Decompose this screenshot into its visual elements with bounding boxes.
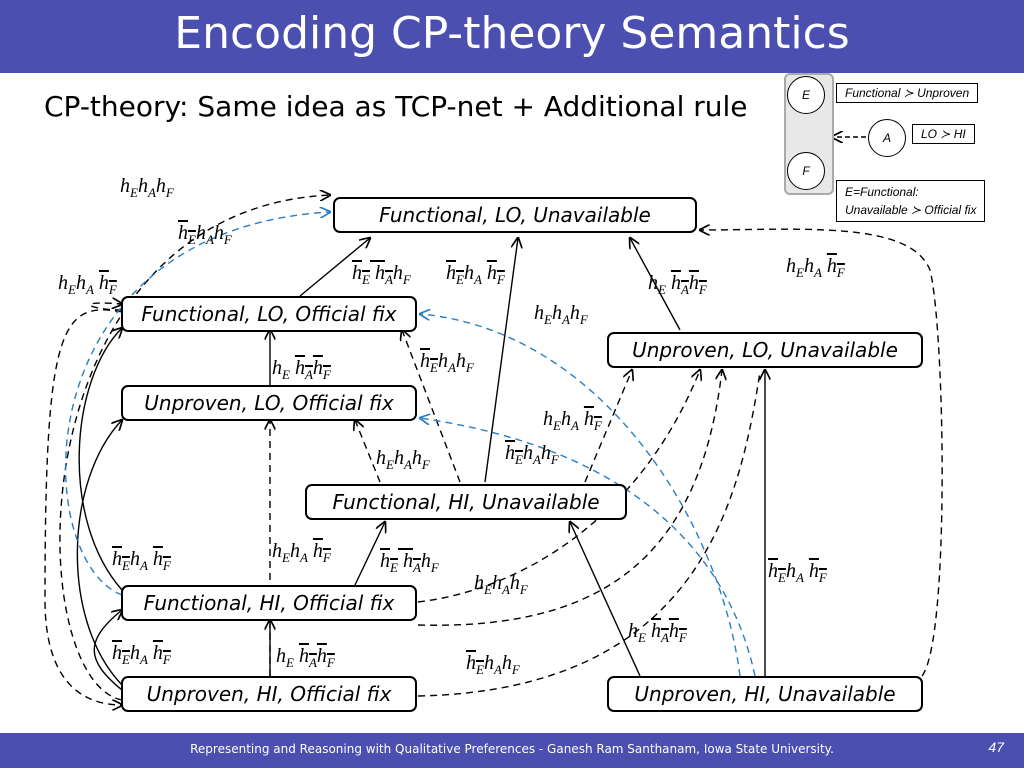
footer-bar: Representing and Reasoning with Qualitat… <box>0 733 1024 768</box>
node-unproven-lo-official-fix: Unproven, LO, Official fix <box>121 385 417 421</box>
edge-label: hE hAhF <box>628 620 687 645</box>
edge-label: hEhAhF <box>120 175 174 200</box>
edge <box>700 229 943 677</box>
node-functional-hi-unavailable: Functional, HI, Unavailable <box>305 484 627 520</box>
edge-label: hEhAhF <box>534 302 588 327</box>
legend-cond-line1: E=Functional: <box>845 185 919 199</box>
edge <box>584 370 632 483</box>
edge-label: hE hAhF <box>380 550 439 575</box>
slide-subtitle: CP-theory: Same idea as TCP-net + Additi… <box>44 90 748 123</box>
legend-pref-e: Functional ≻ Unproven <box>836 83 979 103</box>
edge-label: hE hAhF <box>352 262 411 287</box>
edge <box>484 238 518 483</box>
edge <box>59 195 330 701</box>
edge <box>630 238 681 331</box>
title-bar: Encoding CP-theory Semantics <box>0 0 1024 73</box>
edge-label: hEhA hF <box>112 548 171 573</box>
legend-pref-a: LO ≻ HI <box>912 124 975 144</box>
edge-label: hEhAhF <box>376 447 430 472</box>
node-unproven-lo-unavailable: Unproven, LO, Unavailable <box>607 332 923 368</box>
edge-label: hEhAhF <box>420 350 474 375</box>
footer-text: Representing and Reasoning with Qualitat… <box>190 742 834 756</box>
edge-blue <box>420 418 756 677</box>
edge <box>89 303 122 311</box>
edge-label: hEhA hF <box>272 540 331 565</box>
edge-label: hE hAhF <box>272 357 331 382</box>
node-unproven-hi-unavailable: Unproven, HI, Unavailable <box>607 676 923 712</box>
edge-blue <box>420 314 741 677</box>
edge <box>402 330 461 483</box>
node-functional-hi-official-fix: Functional, HI, Official fix <box>121 585 417 621</box>
node-functional-lo-unavailable: Functional, LO, Unavailable <box>333 197 697 233</box>
edge-blue <box>64 212 330 596</box>
edge-label: hEhA hF <box>768 560 827 585</box>
edge <box>417 370 722 626</box>
legend-node-e: E <box>787 76 825 114</box>
edge <box>93 610 122 691</box>
edge-label: hEhAhF <box>474 572 528 597</box>
edge-label: hEhAhF <box>505 442 559 467</box>
edge <box>417 371 761 697</box>
edge-label: hE hAhF <box>276 645 335 670</box>
edge-label: hEhAhF <box>178 222 232 247</box>
edge <box>354 522 385 586</box>
edge-label: hEhAhF <box>466 652 520 677</box>
edge <box>76 420 122 686</box>
edge-label: hEhA hF <box>446 262 505 287</box>
legend-node-a: A <box>868 119 906 157</box>
edge-label: hE hAhF <box>648 272 707 297</box>
legend-cond-pref: E=Functional: Unavailable ≻ Official fix <box>836 180 986 222</box>
edge <box>78 328 122 591</box>
legend-cond-line2: Unavailable ≻ Official fix <box>845 203 977 217</box>
edge <box>417 370 700 603</box>
legend-node-f: F <box>787 152 825 190</box>
edge-label: hEhA hF <box>58 272 117 297</box>
edge <box>570 522 641 677</box>
edge-label: hEhA hF <box>543 408 602 433</box>
slide-title: Encoding CP-theory Semantics <box>174 8 850 59</box>
edge-label: hEhA hF <box>112 642 171 667</box>
page-number: 47 <box>988 739 1004 755</box>
edge <box>44 309 122 705</box>
node-functional-lo-official-fix: Functional, LO, Official fix <box>121 296 417 332</box>
edge <box>299 238 370 297</box>
node-unproven-hi-official-fix: Unproven, HI, Official fix <box>121 676 417 712</box>
edge-label: hEhA hF <box>786 255 845 280</box>
